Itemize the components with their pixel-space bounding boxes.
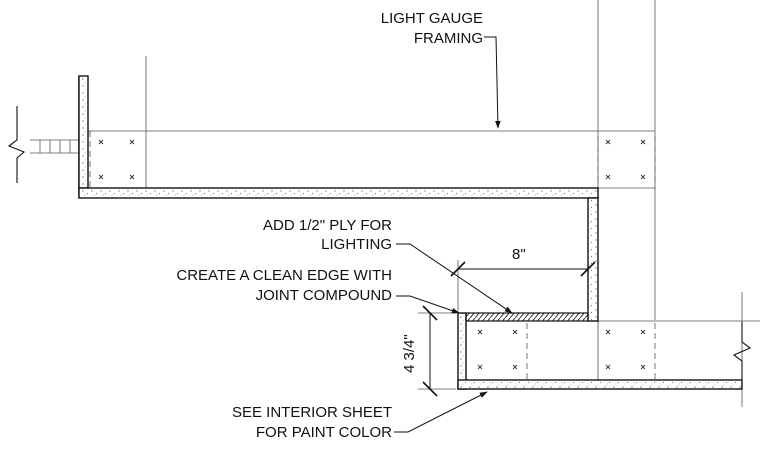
edge-note-line2: JOINT COMPOUND <box>256 287 393 304</box>
break-line-right <box>732 322 752 380</box>
paint-note-line2: FOR PAINT COLOR <box>256 424 392 441</box>
existing-wall-left <box>7 76 80 198</box>
stud-marks <box>98 139 646 370</box>
plywood-strip <box>465 312 589 322</box>
ply-leader <box>396 243 513 314</box>
edge-note-line1: CREATE A CLEAN EDGE WITH <box>176 267 392 284</box>
dimension-horizontal-label: 8" <box>512 246 526 263</box>
dimension-vertical-label: 4 3/4" <box>401 334 418 373</box>
paint-note-line1: SEE INTERIOR SHEET <box>232 404 392 421</box>
framing-note-line1: LIGHT GAUGE <box>381 10 483 27</box>
ply-note-line2: LIGHTING <box>321 236 392 253</box>
gypsum-board-soffit <box>78 75 743 390</box>
framing-note-line2: FRAMING <box>414 30 483 47</box>
paint-leader <box>394 391 488 433</box>
ply-note-line1: ADD 1/2" PLY FOR <box>263 217 392 234</box>
framing-leader <box>484 36 501 129</box>
light-gauge-framing <box>87 0 760 407</box>
edge-leader <box>396 295 460 314</box>
dimension-4-3-4in <box>418 305 456 397</box>
